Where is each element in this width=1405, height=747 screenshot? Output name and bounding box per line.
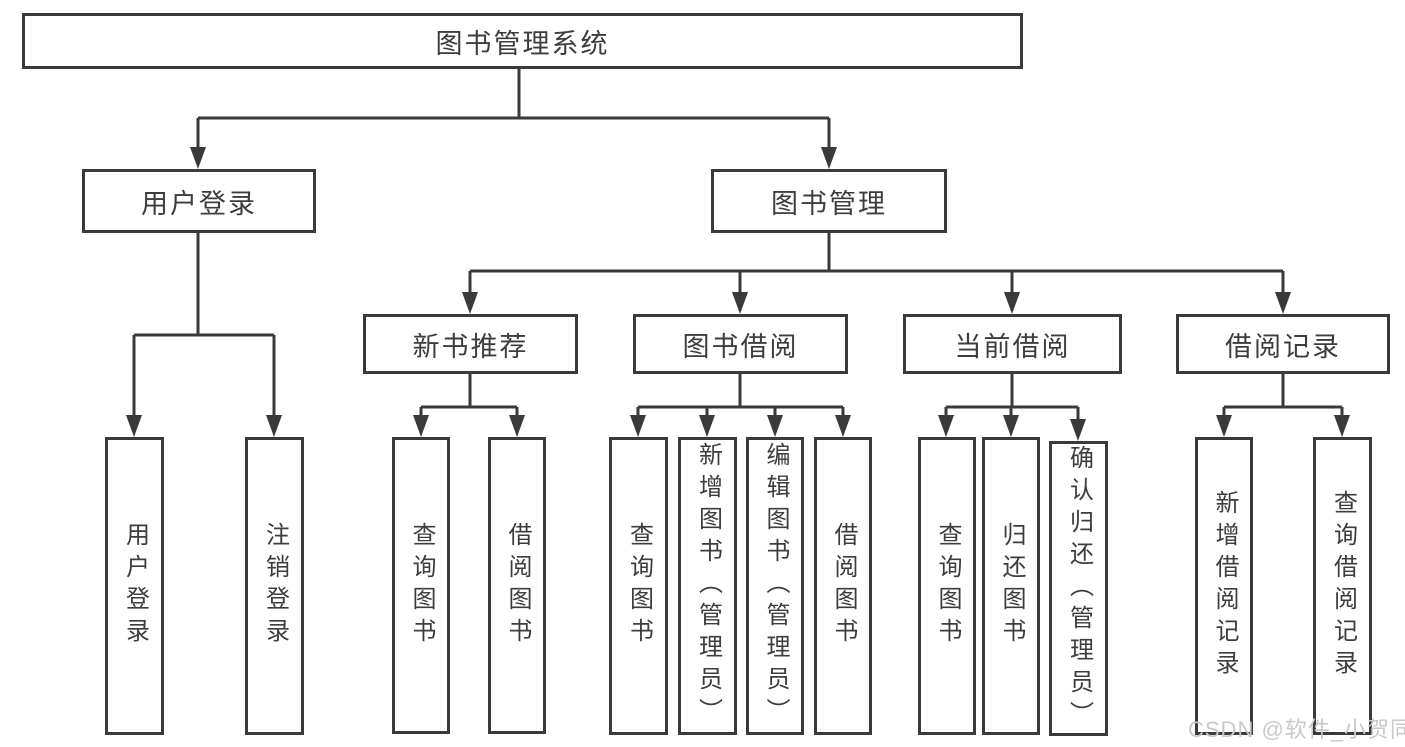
leaf-user-login-label: 用户登录 — [121, 522, 149, 650]
leaf-logout: 注销登录 — [245, 437, 304, 735]
leaf-logout-label: 注销登录 — [261, 522, 289, 650]
node-root: 图书管理系统 — [22, 13, 1023, 69]
leaf-bb-add-book-label: 新增图书（管理员） — [694, 442, 722, 730]
leaf-bb-add-book: 新增图书（管理员） — [678, 437, 737, 735]
node-borrowing-records-label: 借阅记录 — [1225, 331, 1341, 362]
leaf-rec-query-book-label: 查询图书 — [408, 521, 435, 650]
leaf-bb-edit-book-label: 编辑图书（管理员） — [762, 442, 789, 730]
node-new-book-recommendation: 新书推荐 — [363, 314, 578, 374]
leaf-bb-query-book-label: 查询图书 — [625, 522, 653, 650]
node-book-management: 图书管理 — [711, 169, 947, 233]
csdn-watermark: CSDN @软件_小贺同学 — [1188, 717, 1405, 742]
leaf-cb-confirm-return: 确认归还（管理员） — [1049, 441, 1108, 736]
leaf-cb-query-book: 查询图书 — [918, 437, 976, 735]
leaf-bb-query-book: 查询图书 — [609, 437, 668, 735]
node-book-borrowing-label: 图书借阅 — [682, 331, 799, 362]
node-book-borrowing: 图书借阅 — [633, 314, 848, 374]
leaf-br-add-record: 新增借阅记录 — [1195, 437, 1253, 735]
leaf-cb-confirm-return-label: 确认归还（管理员） — [1065, 444, 1093, 733]
leaf-rec-borrow-book: 借阅图书 — [488, 437, 546, 734]
node-current-borrowing: 当前借阅 — [903, 314, 1122, 374]
leaf-br-query-record-label: 查询借阅记录 — [1329, 490, 1357, 682]
node-borrowing-records: 借阅记录 — [1176, 314, 1390, 374]
node-root-label: 图书管理系统 — [435, 28, 610, 59]
leaf-rec-query-book: 查询图书 — [392, 437, 450, 734]
leaf-cb-return-book-label: 归还图书 — [998, 522, 1025, 650]
leaf-br-query-record: 查询借阅记录 — [1313, 437, 1372, 735]
node-user-login: 用户登录 — [82, 169, 316, 233]
leaf-user-login: 用户登录 — [105, 437, 164, 735]
leaf-bb-borrow-book-label: 借阅图书 — [830, 522, 857, 650]
node-book-management-label: 图书管理 — [771, 188, 887, 219]
leaf-rec-borrow-book-label: 借阅图书 — [504, 521, 531, 650]
node-new-book-recommendation-label: 新书推荐 — [412, 331, 529, 362]
leaf-cb-return-book: 归还图书 — [982, 437, 1040, 735]
leaf-br-add-record-label: 新增借阅记录 — [1211, 490, 1238, 682]
leaf-bb-borrow-book: 借阅图书 — [814, 437, 872, 735]
leaf-bb-edit-book: 编辑图书（管理员） — [746, 437, 804, 735]
node-current-borrowing-label: 当前借阅 — [954, 331, 1071, 362]
leaf-cb-query-book-label: 查询图书 — [934, 522, 961, 650]
node-user-login-label: 用户登录 — [141, 188, 257, 219]
